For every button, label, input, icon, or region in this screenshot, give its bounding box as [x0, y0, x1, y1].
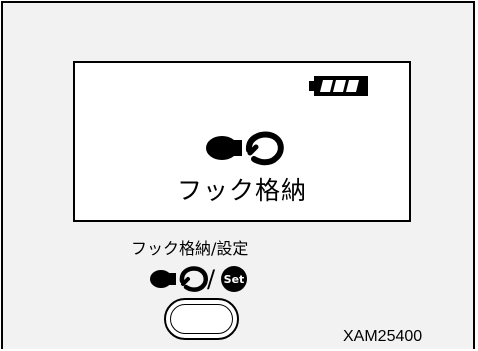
- figure-code: XAM25400: [343, 328, 423, 345]
- mode-label: フック格納: [176, 176, 307, 205]
- battery-full-icon: [309, 76, 368, 96]
- hook-stow-icon: [206, 131, 284, 166]
- button-label: フック格納/設定: [131, 239, 249, 258]
- hook-stow-set-button[interactable]: [164, 298, 239, 340]
- hook-stow-small-icon: [150, 266, 208, 292]
- set-icon-text: Set: [223, 272, 245, 286]
- separator-slash: /: [207, 265, 216, 293]
- button-rim: [170, 304, 233, 334]
- set-icon: Set: [221, 266, 247, 292]
- lcd-display: フック格納: [73, 61, 411, 222]
